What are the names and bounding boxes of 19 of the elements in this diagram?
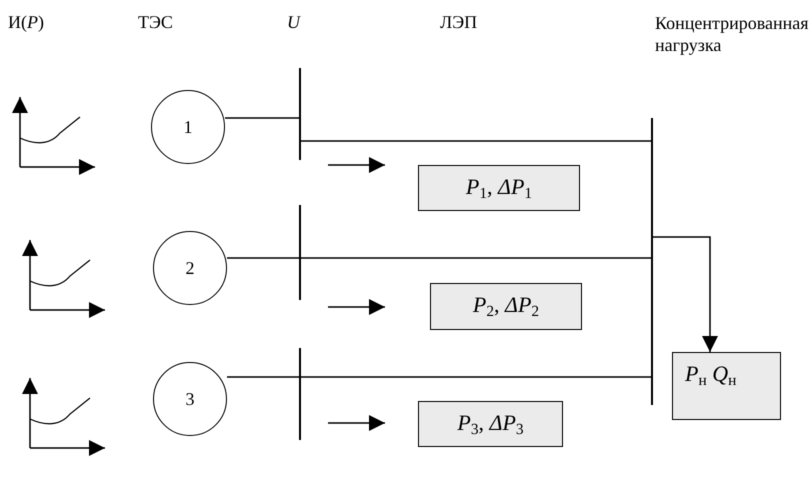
column-heading: Концентрированная нагрузка (655, 12, 810, 56)
load-box: P$_{н}$ Q$_{н}$ (672, 352, 781, 420)
connection-line (301, 140, 651, 142)
arrow (653, 236, 718, 352)
column-heading: И(P) (8, 11, 44, 34)
column-heading: ТЭС (138, 11, 173, 34)
connection-line (227, 376, 299, 378)
column-heading: U (287, 11, 300, 34)
station-circle: 3 (153, 362, 227, 436)
power-box: P$_{1}$, ΔP$_{1}$ (418, 165, 580, 211)
connection-line (225, 117, 299, 119)
column-heading: ЛЭП (440, 11, 478, 34)
power-box: P$_{2}$, ΔP$_{2}$ (430, 283, 582, 330)
connection-line (301, 376, 651, 378)
station-circle: 1 (151, 90, 225, 164)
power-box: P$_{3}$, ΔP$_{3}$ (418, 401, 563, 447)
connection-line (227, 257, 299, 259)
connection-line (301, 257, 651, 259)
station-circle: 2 (153, 231, 227, 305)
